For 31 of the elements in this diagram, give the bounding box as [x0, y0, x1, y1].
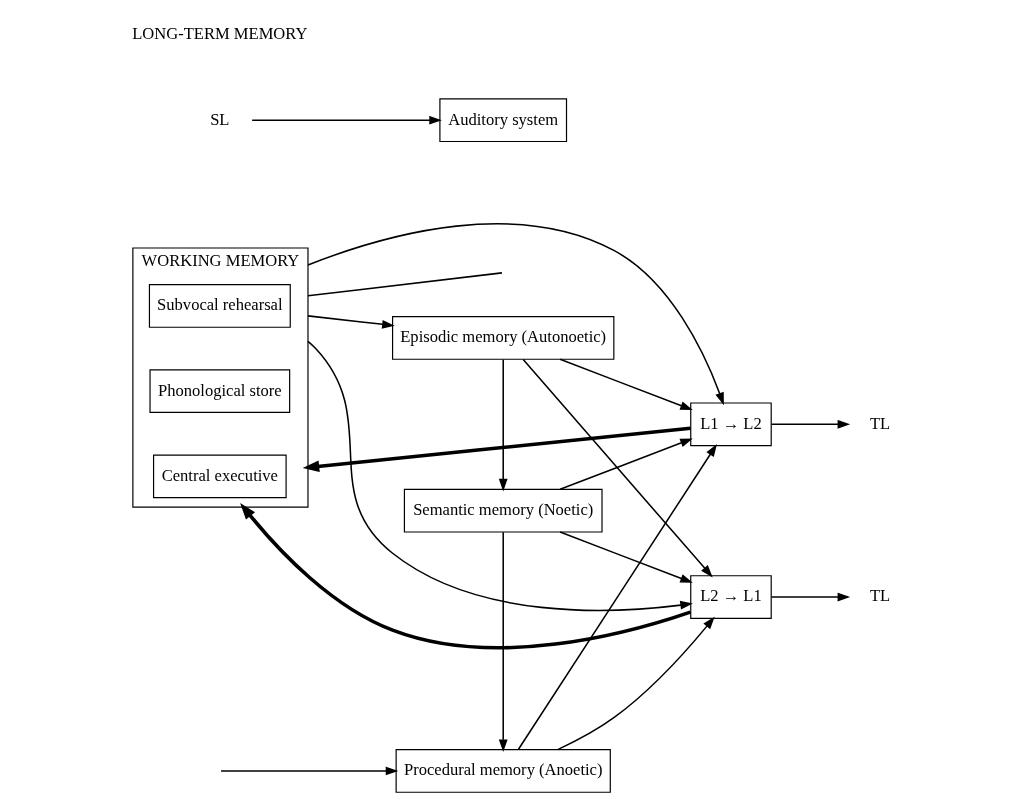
arrow	[770, 592, 850, 601]
node-box: Phonological store	[148, 368, 290, 413]
node-box: Semantic memory (Noetic)	[403, 488, 603, 533]
node-box: L1 → L2	[689, 401, 772, 446]
arrow	[306, 340, 693, 611]
arrow	[558, 530, 693, 583]
arrow	[556, 616, 715, 750]
arrow	[770, 419, 850, 429]
node-box: Auditory system	[438, 97, 567, 142]
node-text: SL	[209, 109, 229, 129]
arrow	[558, 358, 693, 410]
connector	[306, 271, 503, 296]
arrow	[517, 443, 717, 750]
node-box: Subvocal rehearsal	[148, 283, 291, 328]
node-box: L2 → L1	[689, 574, 772, 619]
node-text: TL	[869, 413, 890, 433]
node-box: Procedural memory (Anoetic)	[395, 748, 611, 793]
arrow	[239, 502, 691, 649]
arrow	[306, 222, 724, 405]
arrow	[498, 358, 508, 491]
arrow	[219, 766, 398, 775]
label: LONG-TERM MEMORY	[131, 23, 307, 43]
arrow	[558, 437, 693, 490]
node-box: Central executive	[152, 453, 287, 498]
node-text: TL	[869, 585, 890, 605]
arrow	[306, 314, 395, 329]
arrow	[302, 426, 691, 472]
arrow	[250, 115, 442, 125]
node-box: Episodic memory (Autonoetic)	[391, 315, 614, 360]
arrow	[521, 358, 713, 577]
arrow	[498, 530, 508, 752]
